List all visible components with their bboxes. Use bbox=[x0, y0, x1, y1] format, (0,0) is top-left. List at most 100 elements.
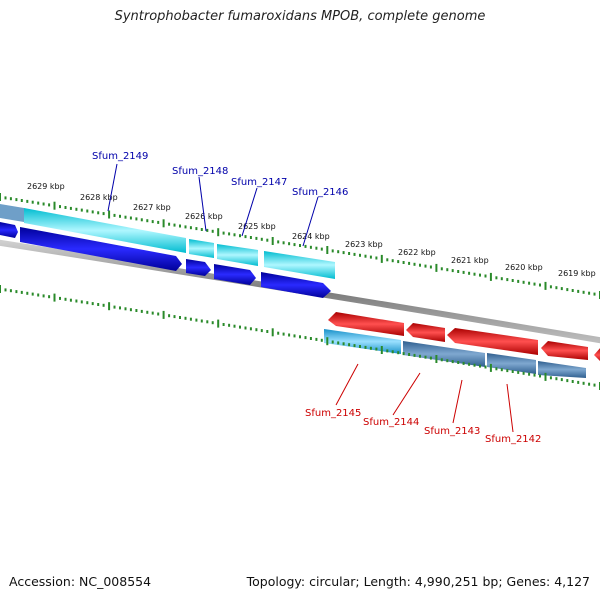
inner-major-tick bbox=[380, 346, 383, 354]
outer-minor-tick bbox=[391, 259, 394, 263]
outer-minor-tick bbox=[451, 269, 454, 273]
forward-gene-sfum-2148 bbox=[189, 239, 214, 258]
reverse-gene-sfum-2144 bbox=[403, 341, 485, 367]
inner-major-tick bbox=[271, 328, 274, 337]
outer-minor-tick bbox=[402, 261, 405, 264]
inner-minor-tick bbox=[97, 303, 100, 306]
inner-minor-tick bbox=[20, 290, 23, 294]
inner-minor-tick bbox=[64, 297, 67, 301]
outer-minor-tick bbox=[48, 203, 51, 207]
outer-minor-tick bbox=[97, 211, 100, 215]
reverse-cds-sfum-2144 bbox=[406, 323, 445, 342]
inner-minor-tick bbox=[424, 355, 427, 359]
inner-minor-tick bbox=[59, 296, 61, 300]
outer-minor-tick bbox=[69, 206, 72, 210]
inner-minor-tick bbox=[135, 309, 138, 312]
gene-label-sfum-2143[interactable]: Sfum_2143 bbox=[424, 426, 480, 437]
inner-minor-tick bbox=[320, 338, 323, 342]
outer-minor-tick bbox=[293, 243, 296, 247]
outer-minor-tick bbox=[64, 206, 67, 209]
outer-minor-tick bbox=[408, 261, 411, 265]
inner-minor-tick bbox=[249, 327, 252, 331]
outer-minor-tick bbox=[457, 270, 460, 273]
outer-minor-tick bbox=[364, 254, 367, 258]
inner-minor-tick bbox=[484, 365, 487, 369]
inner-minor-tick bbox=[468, 362, 471, 366]
tick-ring-inner bbox=[0, 285, 600, 390]
outer-minor-tick bbox=[189, 226, 192, 230]
inner-minor-tick bbox=[473, 363, 476, 367]
outer-minor-tick bbox=[168, 222, 171, 226]
outer-minor-tick bbox=[484, 274, 487, 278]
inner-minor-tick bbox=[244, 326, 247, 330]
outer-minor-tick bbox=[359, 253, 361, 257]
outer-minor-tick bbox=[80, 208, 83, 212]
outer-minor-tick bbox=[239, 234, 241, 238]
inner-minor-tick bbox=[479, 364, 481, 368]
inner-minor-tick bbox=[533, 373, 536, 377]
inner-minor-tick bbox=[129, 308, 132, 312]
inner-minor-tick bbox=[233, 324, 236, 328]
outer-minor-tick bbox=[511, 279, 514, 282]
outer-minor-tick bbox=[577, 289, 580, 293]
outer-minor-tick bbox=[146, 219, 149, 223]
outer-minor-tick bbox=[315, 246, 318, 250]
inner-minor-tick bbox=[299, 335, 301, 339]
outer-minor-tick bbox=[135, 217, 138, 221]
outer-minor-tick bbox=[342, 251, 345, 255]
callout-line bbox=[335, 363, 359, 406]
inner-minor-tick bbox=[429, 356, 432, 360]
outer-minor-tick bbox=[228, 232, 231, 236]
outer-minor-tick bbox=[517, 279, 520, 283]
inner-minor-tick bbox=[462, 361, 465, 365]
outer-minor-tick bbox=[566, 288, 569, 292]
gene-label-sfum-2149[interactable]: Sfum_2149 bbox=[92, 151, 148, 162]
gene-label-sfum-2142[interactable]: Sfum_2142 bbox=[485, 434, 541, 445]
outer-minor-tick bbox=[446, 268, 449, 272]
gene-label-sfum-2146[interactable]: Sfum_2146 bbox=[292, 187, 348, 198]
outer-minor-tick bbox=[522, 280, 525, 284]
inner-major-tick bbox=[53, 293, 56, 302]
inner-minor-tick bbox=[255, 328, 258, 332]
inner-minor-tick bbox=[402, 352, 405, 356]
inner-minor-tick bbox=[560, 378, 563, 382]
inner-minor-tick bbox=[228, 323, 231, 327]
inner-minor-tick bbox=[206, 320, 209, 324]
outer-minor-tick bbox=[173, 223, 176, 227]
inner-minor-tick bbox=[86, 301, 89, 305]
gene-label-sfum-2145[interactable]: Sfum_2145 bbox=[305, 408, 361, 419]
inner-minor-tick bbox=[375, 347, 378, 351]
outer-major-tick bbox=[162, 219, 165, 228]
outer-minor-tick bbox=[4, 196, 7, 200]
inner-minor-tick bbox=[348, 343, 351, 347]
inner-minor-tick bbox=[102, 303, 105, 307]
inner-minor-tick bbox=[353, 344, 356, 348]
scale-label-2628: 2628 kbp bbox=[80, 193, 118, 202]
outer-minor-tick bbox=[386, 258, 389, 262]
outer-minor-tick bbox=[549, 285, 552, 289]
inner-minor-tick bbox=[173, 315, 176, 319]
outer-minor-tick bbox=[119, 214, 121, 218]
outer-minor-tick bbox=[588, 291, 591, 295]
outer-minor-tick bbox=[533, 282, 536, 286]
inner-major-tick bbox=[162, 310, 165, 319]
outer-minor-tick bbox=[266, 238, 269, 242]
accession-text: Accession: NC_008554 bbox=[9, 574, 152, 589]
outer-minor-tick bbox=[495, 276, 498, 280]
gene-label-sfum-2147[interactable]: Sfum_2147 bbox=[231, 177, 287, 188]
gene-label-sfum-2144[interactable]: Sfum_2144 bbox=[363, 417, 419, 428]
inner-minor-tick bbox=[309, 337, 312, 340]
inner-minor-tick bbox=[260, 329, 263, 333]
callout-line bbox=[392, 372, 421, 416]
outer-minor-tick bbox=[282, 241, 285, 245]
inner-minor-tick bbox=[337, 341, 340, 345]
inner-minor-tick bbox=[397, 351, 400, 355]
callout-line bbox=[452, 379, 463, 424]
outer-minor-tick bbox=[233, 233, 236, 237]
inner-minor-tick bbox=[239, 325, 241, 329]
reverse-cds-arrow bbox=[594, 348, 600, 361]
gene-label-sfum-2148[interactable]: Sfum_2148 bbox=[172, 166, 228, 177]
inner-minor-tick bbox=[369, 346, 372, 350]
outer-minor-tick bbox=[413, 262, 416, 266]
